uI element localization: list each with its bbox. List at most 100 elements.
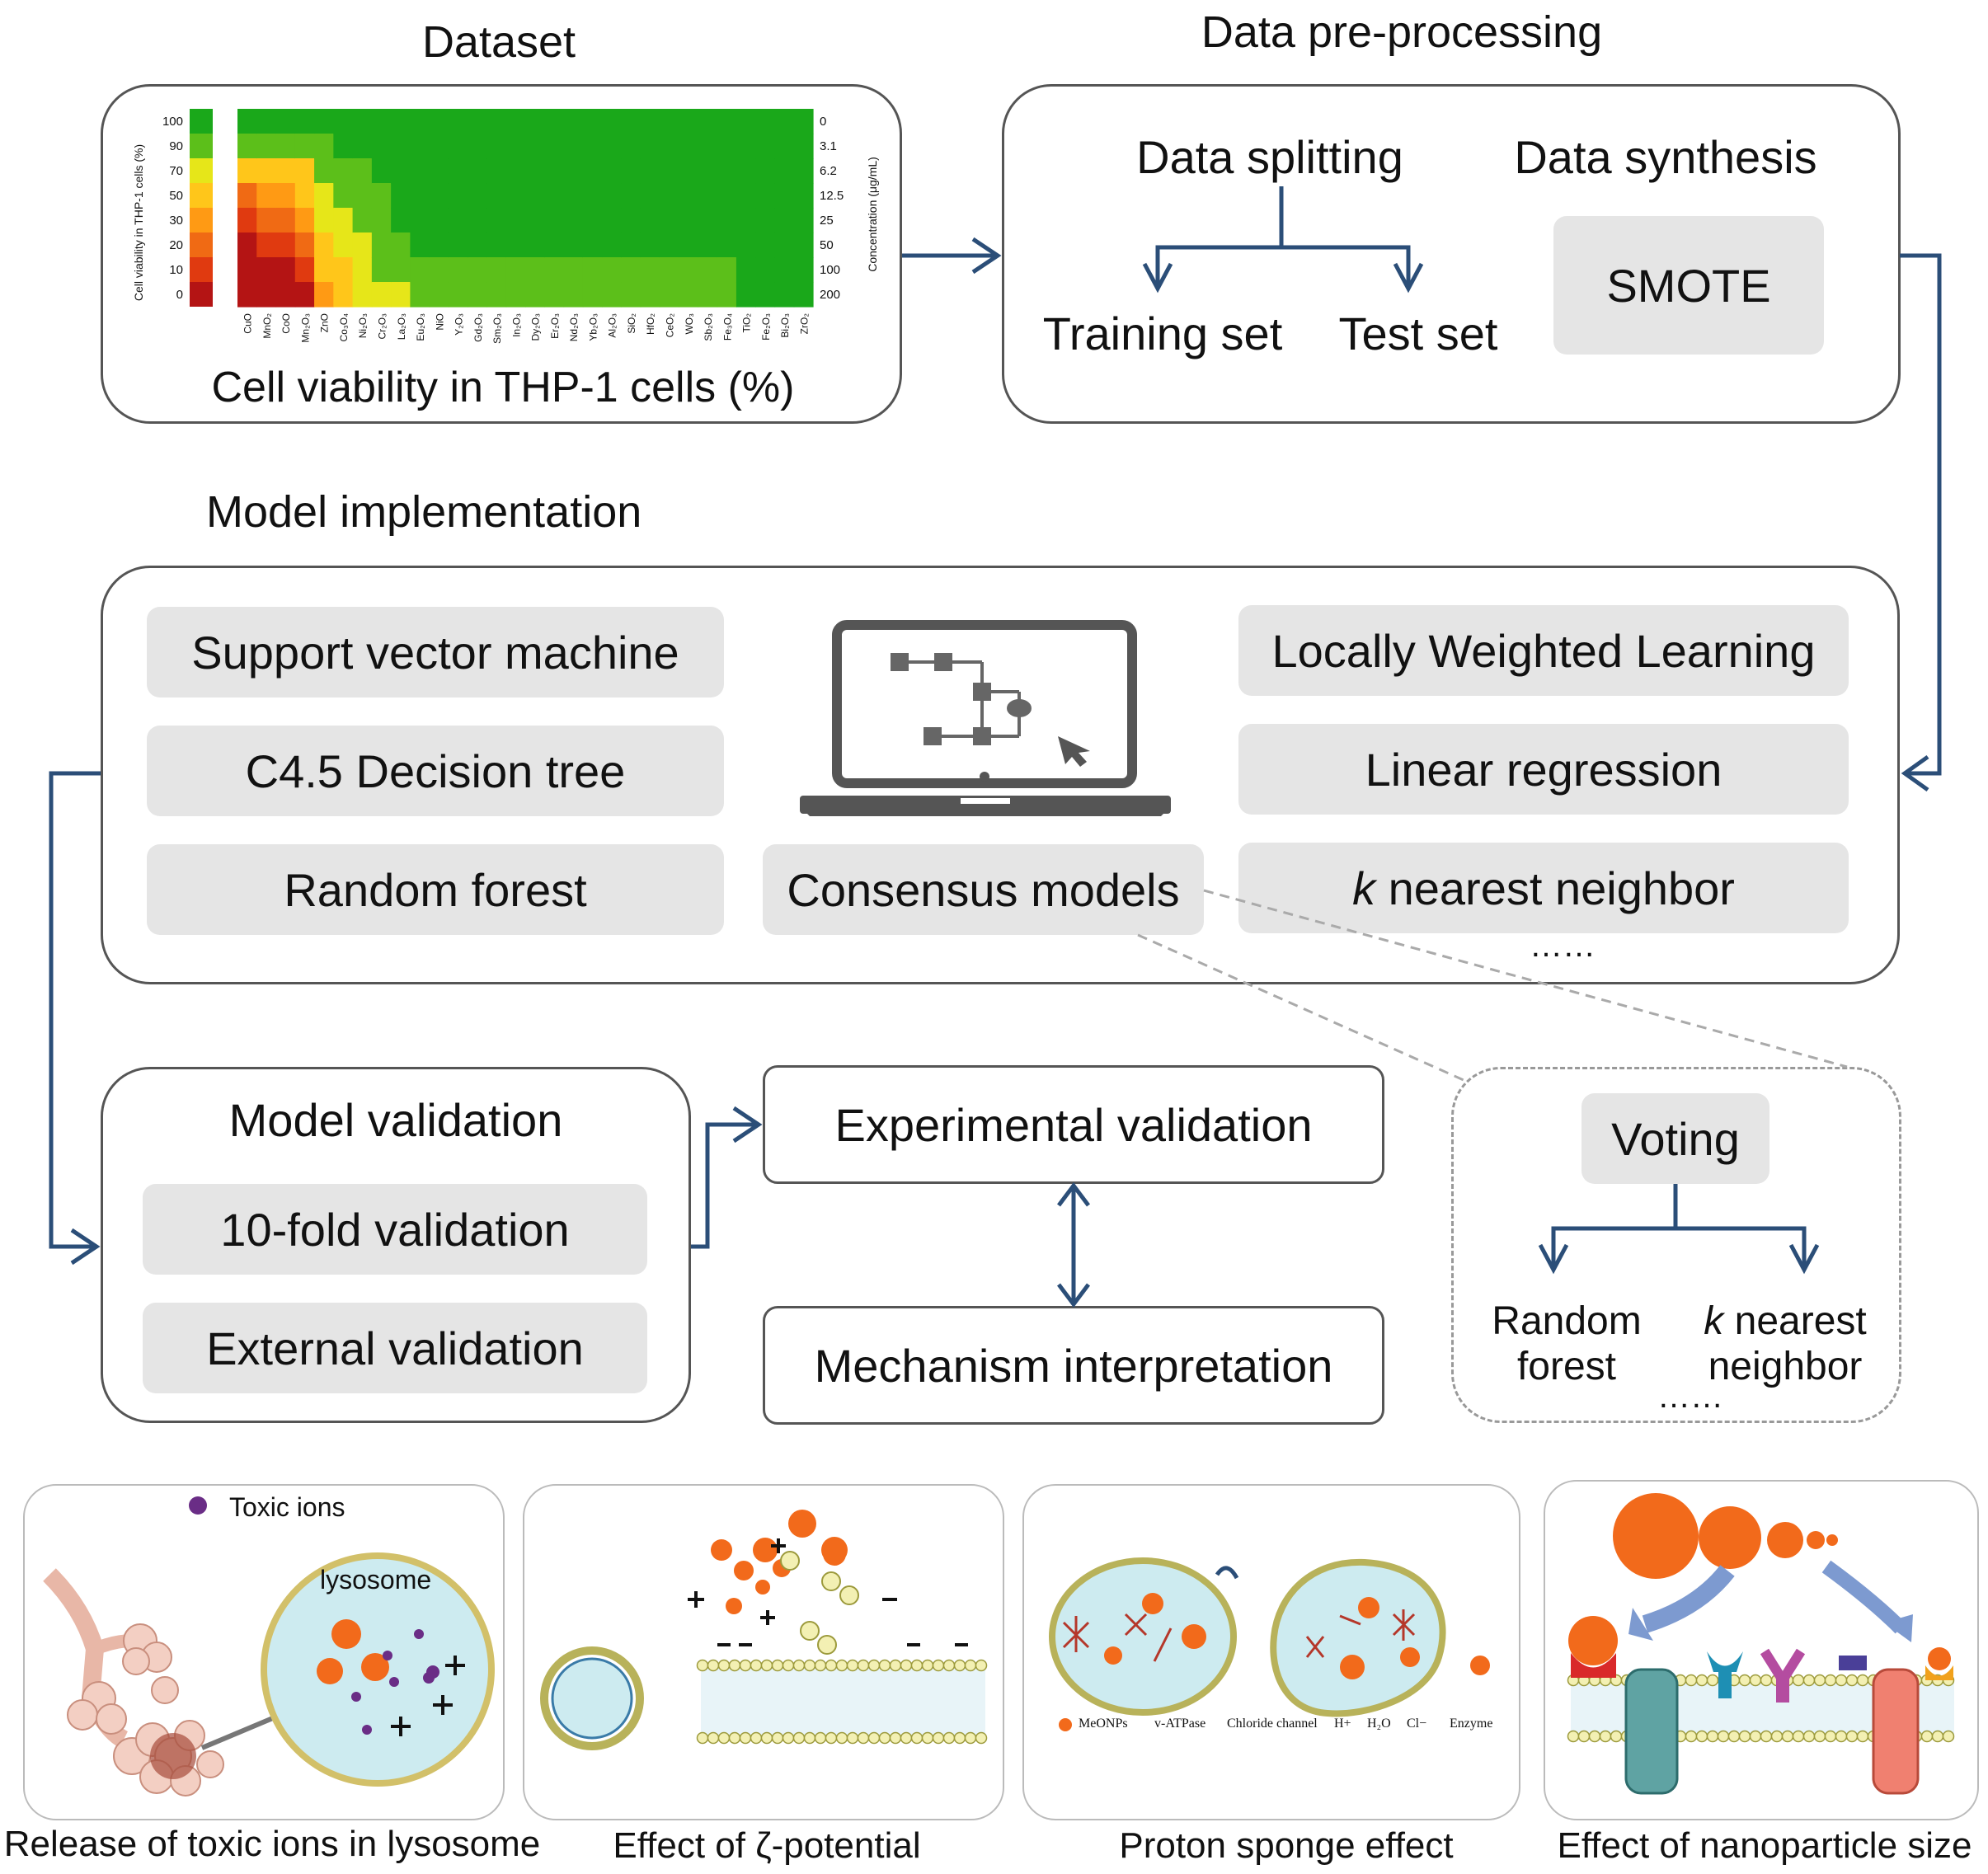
heatmap-cell bbox=[486, 232, 507, 258]
voting-knn-line1: k nearest bbox=[1682, 1299, 1888, 1344]
heatmap-cell bbox=[793, 257, 814, 283]
heatmap-cell bbox=[755, 183, 776, 209]
heatmap-cell bbox=[640, 282, 660, 308]
material-label: SiO₂ bbox=[626, 313, 637, 334]
heatmap-cell bbox=[544, 134, 565, 159]
heatmap-cell bbox=[793, 183, 814, 209]
lipid-head bbox=[942, 1659, 956, 1672]
heatmap-cell bbox=[659, 208, 679, 233]
lipid-head bbox=[728, 1659, 741, 1672]
heatmap-cell bbox=[640, 208, 660, 233]
heatmap-cell bbox=[352, 232, 373, 258]
caption-proton-sponge: Proton sponge effect bbox=[1119, 1825, 1454, 1866]
heatmap-cell bbox=[237, 109, 257, 134]
heatmap-cell bbox=[544, 208, 565, 233]
heatmap-cell bbox=[774, 257, 795, 283]
smote-box: SMOTE bbox=[1553, 216, 1824, 355]
heatmap-cell bbox=[371, 109, 392, 134]
heatmap-cell bbox=[275, 208, 296, 233]
heatmap-cell bbox=[352, 109, 373, 134]
heatmap-cell bbox=[525, 158, 545, 184]
lipid-head bbox=[792, 1659, 806, 1672]
voting-knn-line2: neighbor bbox=[1708, 1345, 1863, 1388]
material-label: Ni₂O₃ bbox=[357, 313, 369, 338]
voting-box: Voting bbox=[1581, 1093, 1769, 1184]
legend-swatch bbox=[190, 109, 213, 134]
lipid-head bbox=[1727, 1730, 1741, 1743]
heatmap-cell bbox=[237, 134, 257, 159]
heatmap-cell bbox=[256, 208, 277, 233]
heatmap-cell bbox=[294, 134, 315, 159]
conc-tick: 3.1 bbox=[820, 139, 837, 153]
lipid-head bbox=[739, 1659, 752, 1672]
heatmap-cell bbox=[659, 257, 679, 283]
lipid-head bbox=[1610, 1730, 1623, 1743]
heatmap-cell bbox=[468, 109, 488, 134]
lipid-head bbox=[707, 1731, 720, 1745]
heatmap-cell bbox=[429, 282, 449, 308]
lipid-head bbox=[1685, 1674, 1698, 1687]
lipid-head bbox=[1738, 1730, 1751, 1743]
arrow-model-to-validation bbox=[49, 771, 101, 1249]
heatmap-cell bbox=[679, 134, 698, 159]
heatmap-cell bbox=[717, 158, 737, 184]
lipid-head bbox=[825, 1731, 838, 1745]
heatmap-cell bbox=[717, 134, 737, 159]
heatmap-cell bbox=[410, 208, 430, 233]
legend-swatch bbox=[190, 158, 213, 183]
heatmap-cell bbox=[410, 134, 430, 159]
heatmap-cell bbox=[525, 257, 545, 283]
material-label: ZnO bbox=[319, 313, 331, 332]
lipid-head bbox=[953, 1659, 966, 1672]
heatmap-cell bbox=[774, 282, 795, 308]
heatmap-cell bbox=[468, 257, 488, 283]
heatmap-cell bbox=[563, 134, 584, 159]
voting-ellipsis: …… bbox=[1657, 1378, 1723, 1415]
heatmap-cell bbox=[294, 208, 315, 233]
heatmap-cell bbox=[582, 183, 603, 209]
heatmap-cell bbox=[621, 257, 642, 283]
heatmap-cell bbox=[371, 232, 392, 258]
material-label: Yb₂O₃ bbox=[587, 313, 599, 341]
heatmap-cell bbox=[448, 282, 468, 308]
heatmap-cell bbox=[486, 109, 507, 134]
lipid-head bbox=[1588, 1730, 1601, 1743]
lipid-head bbox=[835, 1659, 848, 1672]
heatmap-cell bbox=[621, 183, 642, 209]
test-set-label: Test set bbox=[1338, 308, 1498, 359]
heatmap-cell bbox=[717, 257, 737, 283]
lipid-head bbox=[1824, 1730, 1837, 1743]
lipid-head bbox=[857, 1731, 870, 1745]
heatmap-cell bbox=[582, 257, 603, 283]
conc-tick: 6.2 bbox=[820, 164, 837, 178]
lipid-head bbox=[825, 1659, 838, 1672]
heatmap-cell bbox=[294, 232, 315, 258]
lipid-head bbox=[1567, 1730, 1580, 1743]
lipid-head bbox=[1792, 1730, 1805, 1743]
lipid-head bbox=[1792, 1674, 1805, 1687]
heatmap-cell bbox=[448, 109, 468, 134]
random-forest-box: Random forest bbox=[147, 844, 724, 935]
heatmap-cell bbox=[391, 208, 411, 233]
lipid-head bbox=[1920, 1730, 1934, 1743]
lipid-head bbox=[814, 1731, 827, 1745]
heatmap-cell bbox=[505, 282, 526, 308]
heatmap-cell bbox=[525, 282, 545, 308]
heatmap-cell bbox=[505, 158, 526, 184]
heatmap-cell bbox=[679, 183, 698, 209]
heatmap-cell bbox=[352, 183, 373, 209]
material-label: TiO₂ bbox=[741, 313, 753, 333]
legend-swatch bbox=[190, 134, 213, 158]
heatmap-cell bbox=[371, 257, 392, 283]
external-validation-box: External validation bbox=[143, 1303, 647, 1393]
lipid-head bbox=[975, 1731, 988, 1745]
heatmap-cell bbox=[544, 109, 565, 134]
heatmap-cell bbox=[448, 208, 468, 233]
heatmap-cell bbox=[294, 109, 315, 134]
heatmap-cell bbox=[793, 208, 814, 233]
knn-text: nearest neighbor bbox=[1375, 862, 1735, 914]
material-label: Sb₂O₃ bbox=[703, 313, 714, 341]
conc-tick: 200 bbox=[820, 288, 840, 302]
